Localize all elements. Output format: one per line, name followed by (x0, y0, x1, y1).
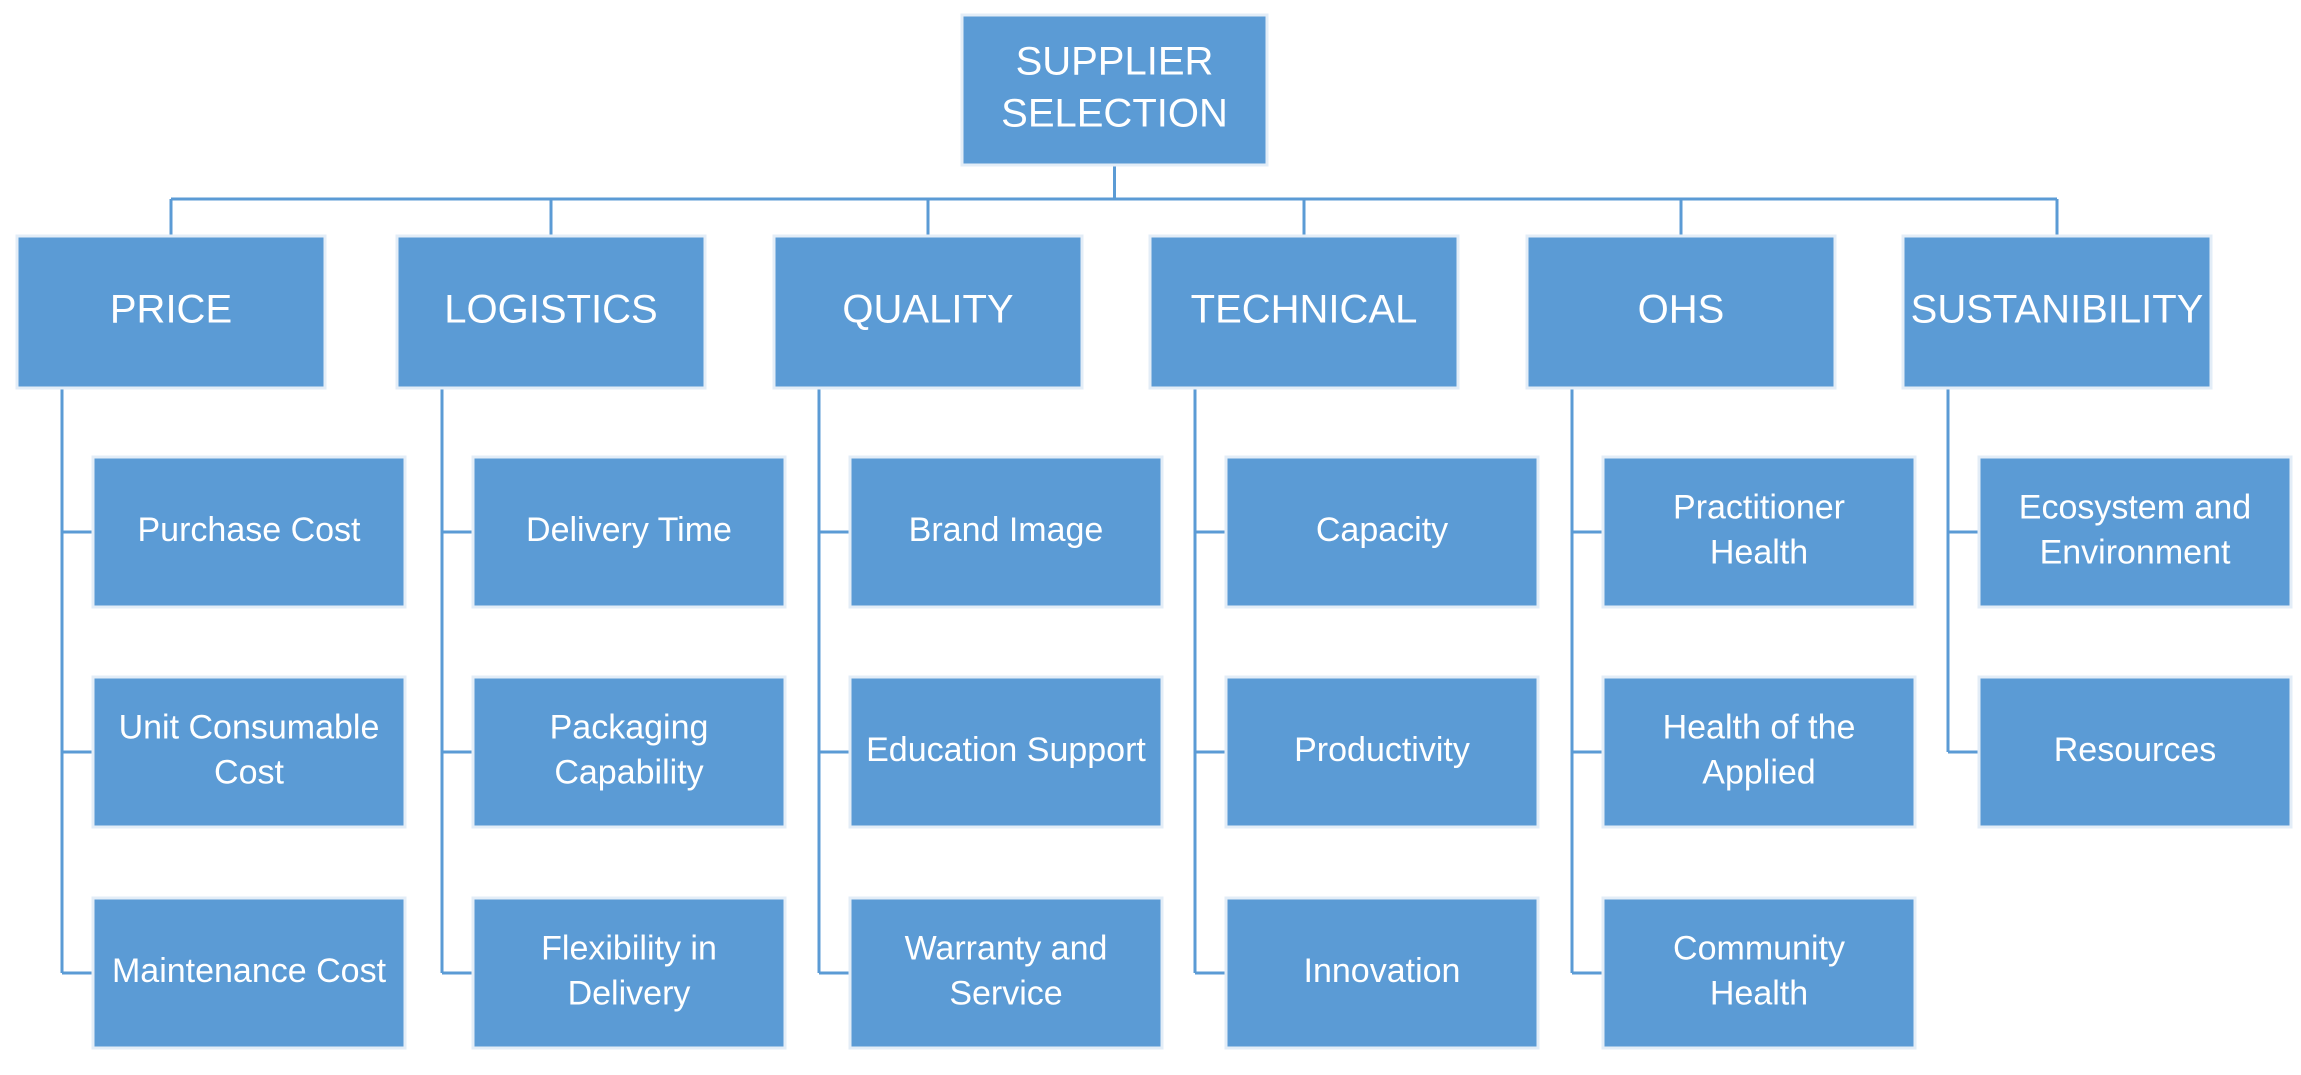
leaf-ohs-1-label: Applied (1702, 753, 1815, 791)
category-sustanibility-label: SUSTANIBILITY (1911, 288, 2204, 332)
category-price-box (15, 234, 327, 390)
leaf-quality-2-label: Service (949, 974, 1062, 1012)
leaf-ohs-2-box (1601, 896, 1917, 1050)
category-ohs-box (1525, 234, 1837, 390)
leaf-technical-0: Capacity (1224, 455, 1540, 609)
leaf-logistics-2: Flexibility in Delivery (471, 896, 787, 1050)
leaf-quality-2-box (848, 896, 1164, 1050)
category-quality-box (772, 234, 1084, 390)
leaf-price-2-box (91, 896, 407, 1050)
leaf-sustanibility-1-box (1977, 675, 2293, 829)
leaf-ohs-1-box (1601, 675, 1917, 829)
leaf-logistics-0-box (471, 455, 787, 609)
category-technical-label: TECHNICAL (1191, 288, 1418, 332)
leaf-technical-1-label: Productivity (1294, 731, 1470, 769)
root-node-label: SELECTION (1001, 92, 1228, 136)
leaf-price-0: Purchase Cost (91, 455, 407, 609)
leaf-technical-2-label: Innovation (1304, 952, 1461, 990)
leaf-logistics-2-label: Flexibility in (541, 929, 717, 967)
leaf-quality-1-label: Education Support (866, 731, 1146, 769)
leaf-sustanibility-1-label: Resources (2054, 731, 2217, 769)
leaf-sustanibility-0-label: Ecosystem and (2019, 488, 2251, 526)
leaf-ohs-2-label: Community (1673, 929, 1845, 967)
leaf-ohs-1-label: Health of the (1663, 708, 1856, 746)
leaf-technical-1-box (1224, 675, 1540, 829)
category-ohs: OHS (1525, 234, 1837, 390)
root-node-box (960, 13, 1269, 167)
connector-lines (60, 165, 2059, 975)
leaf-technical-0-box (1224, 455, 1540, 609)
leaf-price-2: Maintenance Cost (91, 896, 407, 1050)
category-quality-label: QUALITY (842, 288, 1013, 332)
leaf-logistics-1-label: Capability (554, 753, 703, 791)
leaf-quality-0: Brand Image (848, 455, 1164, 609)
category-ohs-label: OHS (1638, 288, 1725, 332)
leaf-quality-0-box (848, 455, 1164, 609)
leaf-sustanibility-1: Resources (1977, 675, 2293, 829)
category-quality: QUALITY (772, 234, 1084, 390)
category-logistics-label: LOGISTICS (444, 288, 657, 332)
category-sustanibility: SUSTANIBILITY (1901, 234, 2213, 390)
leaf-logistics-1-box (471, 675, 787, 829)
leaf-logistics-2-box (471, 896, 787, 1050)
diagram-nodes: SUPPLIER SELECTION PRICE Purchase CostUnit … (15, 13, 2293, 1050)
leaf-logistics-2-label: Delivery (568, 974, 691, 1012)
leaf-logistics-0-label: Delivery Time (526, 511, 732, 549)
leaf-quality-2-label: Warranty and (905, 929, 1108, 967)
leaf-quality-0-label: Brand Image (909, 511, 1104, 549)
category-sustanibility-box (1901, 234, 2213, 390)
leaf-ohs-2-label: Health (1710, 974, 1808, 1012)
leaf-technical-2-box (1224, 896, 1540, 1050)
category-technical: TECHNICAL (1148, 234, 1460, 390)
leaf-technical-0-label: Capacity (1316, 511, 1448, 549)
leaf-price-1-box (91, 675, 407, 829)
leaf-ohs-0-box (1601, 455, 1917, 609)
leaf-sustanibility-0-box (1977, 455, 2293, 609)
leaf-price-0-box (91, 455, 407, 609)
category-price-label: PRICE (110, 288, 232, 332)
category-technical-box (1148, 234, 1460, 390)
leaf-price-1-label: Unit Consumable (119, 708, 380, 746)
leaf-price-1-label: Cost (214, 753, 284, 791)
leaf-price-2-label: Maintenance Cost (112, 952, 387, 990)
category-logistics-box (395, 234, 707, 390)
root-node: SUPPLIER SELECTION (960, 13, 1269, 167)
leaf-technical-2: Innovation (1224, 896, 1540, 1050)
leaf-logistics-1-label: Packaging (550, 708, 709, 746)
leaf-quality-1-box (848, 675, 1164, 829)
leaf-technical-1: Productivity (1224, 675, 1540, 829)
root-node-label: SUPPLIER (1016, 40, 1214, 84)
leaf-sustanibility-0-label: Environment (2040, 533, 2231, 571)
leaf-ohs-0-label: Health (1710, 533, 1808, 571)
category-logistics: LOGISTICS (395, 234, 707, 390)
category-price: PRICE (15, 234, 327, 390)
leaf-quality-1: Education Support (848, 675, 1164, 829)
leaf-ohs-0-label: Practitioner (1673, 488, 1845, 526)
leaf-price-0-label: Purchase Cost (138, 511, 362, 549)
leaf-logistics-0: Delivery Time (471, 455, 787, 609)
